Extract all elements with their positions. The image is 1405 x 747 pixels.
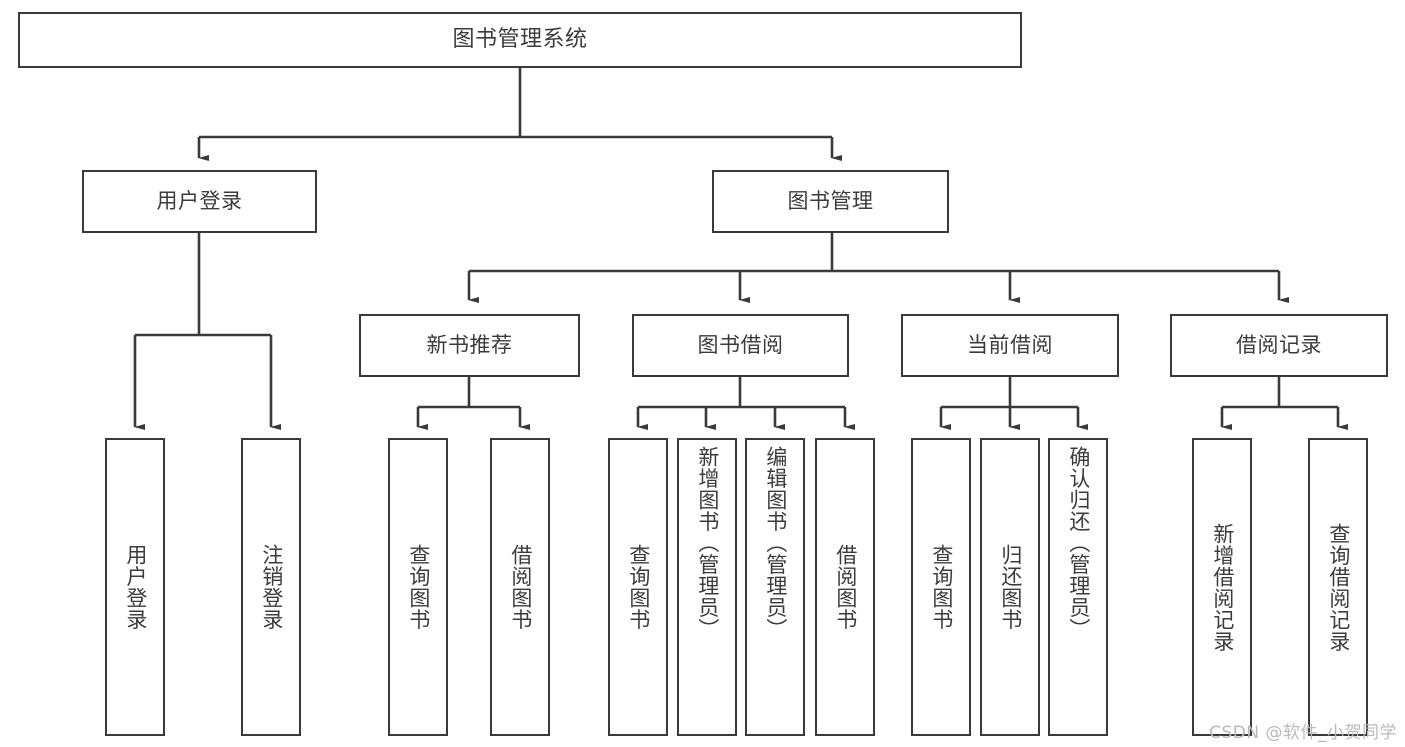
- node-leaf-borrow-book-2-label: 借阅图书: [833, 544, 858, 630]
- node-leaf-logout-label: 注销登录: [259, 544, 284, 630]
- node-leaf-logout[interactable]: 注销登录: [241, 438, 301, 736]
- node-user-login[interactable]: 用户登录: [82, 170, 317, 233]
- node-leaf-borrow-book-2[interactable]: 借阅图书: [815, 438, 875, 736]
- node-borrow-record[interactable]: 借阅记录: [1170, 314, 1388, 377]
- node-leaf-add-book[interactable]: 新增图书（管理员）: [677, 438, 737, 736]
- node-new-book-recommend-label: 新书推荐: [426, 332, 513, 357]
- node-leaf-query-book-1-label: 查询图书: [406, 544, 431, 630]
- node-new-book-recommend[interactable]: 新书推荐: [359, 314, 580, 377]
- node-leaf-user-login[interactable]: 用户登录: [105, 438, 165, 736]
- node-leaf-confirm-return-label: 确认归还（管理员）: [1066, 446, 1091, 640]
- node-leaf-query-record[interactable]: 查询借阅记录: [1308, 438, 1368, 736]
- node-leaf-add-record-label: 新增借阅记录: [1210, 522, 1235, 652]
- node-root-label: 图书管理系统: [452, 26, 588, 52]
- node-leaf-user-login-label: 用户登录: [123, 544, 148, 630]
- node-leaf-edit-book-label: 编辑图书（管理员）: [763, 446, 788, 640]
- node-leaf-confirm-return[interactable]: 确认归还（管理员）: [1048, 438, 1108, 736]
- node-book-manage-label: 图书管理: [787, 188, 874, 213]
- node-current-borrow[interactable]: 当前借阅: [901, 314, 1119, 377]
- node-root[interactable]: 图书管理系统: [18, 12, 1022, 68]
- node-book-borrow[interactable]: 图书借阅: [632, 314, 849, 377]
- node-leaf-query-book-1[interactable]: 查询图书: [388, 438, 448, 736]
- watermark: CSDN @软件_小贺同学: [1209, 723, 1397, 743]
- node-leaf-return-book-label: 归还图书: [998, 544, 1023, 630]
- node-borrow-record-label: 借阅记录: [1236, 332, 1322, 357]
- node-leaf-borrow-book-1-label: 借阅图书: [508, 544, 533, 630]
- node-leaf-query-book-2[interactable]: 查询图书: [608, 438, 668, 736]
- node-leaf-add-book-label: 新增图书（管理员）: [695, 446, 720, 640]
- node-leaf-return-book[interactable]: 归还图书: [980, 438, 1040, 736]
- node-book-borrow-label: 图书借阅: [697, 332, 784, 357]
- node-leaf-query-book-2-label: 查询图书: [626, 544, 651, 630]
- node-user-login-label: 用户登录: [156, 188, 243, 213]
- node-leaf-query-book-3-label: 查询图书: [929, 544, 954, 630]
- node-leaf-edit-book[interactable]: 编辑图书（管理员）: [745, 438, 805, 736]
- node-leaf-query-book-3[interactable]: 查询图书: [911, 438, 971, 736]
- node-leaf-query-record-label: 查询借阅记录: [1326, 522, 1351, 652]
- node-current-borrow-label: 当前借阅: [967, 332, 1053, 357]
- node-leaf-add-record[interactable]: 新增借阅记录: [1192, 438, 1252, 736]
- node-book-manage[interactable]: 图书管理: [712, 170, 949, 233]
- node-leaf-borrow-book-1[interactable]: 借阅图书: [490, 438, 550, 736]
